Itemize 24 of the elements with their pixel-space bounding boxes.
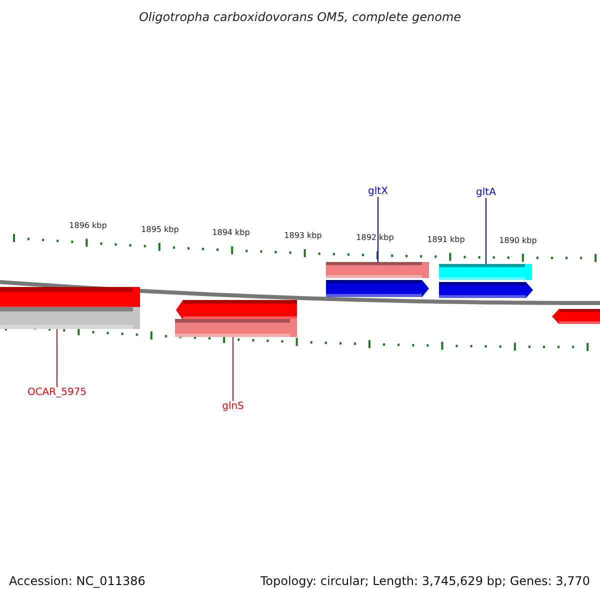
gene-feature xyxy=(552,309,600,324)
gene-feature xyxy=(175,319,297,337)
leader-line xyxy=(232,336,234,402)
scale-label: 1895 kbp xyxy=(140,224,180,234)
leader-line xyxy=(56,328,58,388)
scale-label: 1891 kbp xyxy=(426,234,466,244)
scale-label: 1893 kbp xyxy=(283,231,323,240)
title: Oligotropha carboxidovorans OM5, complete genome xyxy=(138,10,462,24)
gene-label: gltX xyxy=(368,186,388,197)
gene-feature xyxy=(176,300,297,320)
scale-label: 1890 kbp xyxy=(498,236,538,245)
gene-feature xyxy=(439,282,533,298)
gene-feature xyxy=(0,307,140,329)
scale-label: 1896 kbp xyxy=(68,220,108,230)
gene-label: glnS xyxy=(222,401,244,412)
scale-label: 1892 kbp xyxy=(355,233,395,242)
scale-label: 1894 kbp xyxy=(211,228,251,238)
gene-feature xyxy=(326,280,429,297)
gene-label: gltA xyxy=(476,187,496,198)
gene-feature xyxy=(326,262,429,278)
genome-stats-text: Topology: circular; Length: 3,745,629 bp; Genes: 3,770 xyxy=(260,574,590,588)
gene-feature xyxy=(439,264,532,280)
gene-label: OCAR_5975 xyxy=(27,387,87,398)
accession-text: Accession: NC_011386 xyxy=(9,574,146,588)
